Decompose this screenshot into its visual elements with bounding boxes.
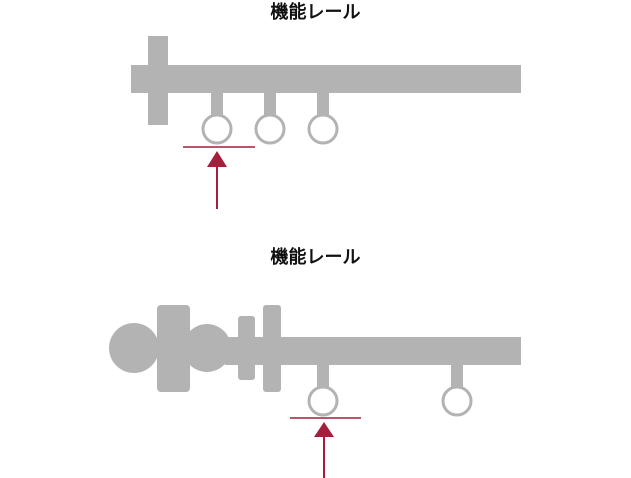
- top-diagram-title: 機能レール: [270, 2, 361, 23]
- curtain-ring: [307, 385, 339, 417]
- ring-stem: [264, 93, 276, 116]
- bottom-measure-arrow: [290, 417, 361, 478]
- ring-stem: [211, 93, 223, 116]
- bottom-diagram-title: 機能レール: [270, 247, 361, 268]
- ring-stem: [317, 365, 329, 389]
- curtain-ring: [254, 113, 286, 145]
- top-measure-arrow: [183, 146, 255, 209]
- bracket-plate: [263, 305, 281, 392]
- finial-ball: [109, 323, 159, 373]
- bottom-rail-diagram: [109, 305, 521, 417]
- curtain-ring: [307, 113, 339, 145]
- finial-block: [157, 305, 190, 392]
- arrow-head-icon: [207, 151, 227, 167]
- finial-collar: [225, 337, 240, 365]
- ring-stem: [317, 93, 329, 116]
- ring-stem: [451, 365, 463, 389]
- top-rail-diagram: [131, 36, 521, 145]
- finial-collar: [238, 316, 255, 380]
- finial-ball: [183, 324, 231, 372]
- arrow-head-icon: [314, 422, 334, 437]
- curtain-ring: [201, 113, 233, 145]
- curtain-ring: [441, 385, 473, 417]
- top-rail-bar: [131, 65, 521, 93]
- top-rail-end-bracket: [148, 36, 168, 125]
